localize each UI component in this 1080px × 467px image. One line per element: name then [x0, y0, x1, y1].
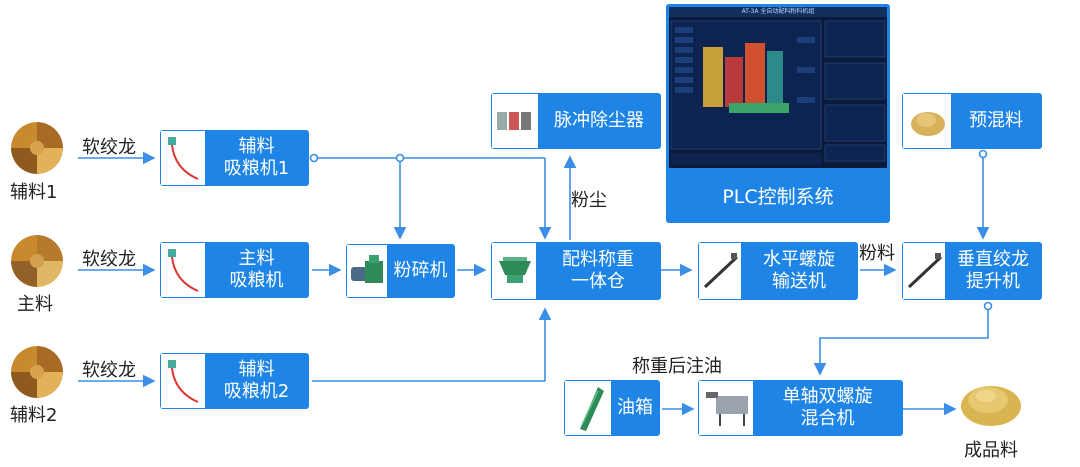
dust-collector-node[interactable]: 脉冲除尘器 — [491, 93, 661, 149]
main-feeder-node[interactable]: 主料 吸粮机 — [160, 242, 309, 298]
dust-collector-icon — [492, 94, 540, 148]
main-grain-icon — [11, 235, 63, 287]
vertical-screw-icon — [903, 243, 947, 299]
premix-label: 预混料 — [951, 94, 1041, 148]
aux1-label: 辅料1 — [10, 182, 58, 203]
weighing-bin-icon — [492, 243, 538, 299]
aux2-grain-icon — [11, 346, 63, 398]
vacuum-feeder-icon — [161, 354, 207, 408]
horizontal-screw-icon — [699, 243, 743, 299]
crusher-label: 粉碎机 — [387, 245, 454, 297]
vacuum-feeder-icon — [161, 243, 207, 297]
aux-feeder-2-node[interactable]: 辅料 吸粮机2 — [160, 353, 309, 409]
aux-feeder-2-label: 辅料 吸粮机2 — [205, 354, 308, 408]
conveyor-label-main: 软绞龙 — [82, 249, 136, 270]
conveyor-label-aux1: 软绞龙 — [82, 137, 136, 158]
aux2-label: 辅料2 — [10, 405, 58, 426]
oil-tank-node[interactable]: 油箱 — [564, 380, 660, 436]
plc-screen-title: AT-3A 全自动配料粉料机组 — [669, 7, 887, 17]
oil-annotation: 称重后注油 — [632, 356, 722, 377]
main-feeder-label: 主料 吸粮机 — [205, 243, 308, 297]
oil-tank-label: 油箱 — [611, 381, 659, 435]
mixer-icon — [699, 381, 755, 435]
mixer-node[interactable]: 单轴双螺旋 混合机 — [698, 380, 903, 436]
dust-collector-label: 脉冲除尘器 — [538, 94, 660, 148]
horizontal-screw-label: 水平螺旋 输送机 — [741, 243, 857, 299]
aux-feeder-1-node[interactable]: 辅料 吸粮机1 — [160, 130, 309, 186]
plc-control-node[interactable]: AT-3A 全自动配料粉料机组 PLC控制系统 — [666, 4, 890, 223]
crusher-node[interactable]: 粉碎机 — [346, 244, 455, 298]
aux1-grain-icon — [11, 122, 63, 174]
oil-tank-icon — [565, 381, 613, 435]
weighing-bin-node[interactable]: 配料称重 一体仓 — [491, 242, 661, 300]
vacuum-feeder-icon — [161, 131, 207, 185]
conveyor-label-aux2: 软绞龙 — [82, 360, 136, 381]
dust-annotation: 粉尘 — [571, 190, 607, 211]
weighing-bin-label: 配料称重 一体仓 — [536, 243, 660, 299]
product-label: 成品料 — [964, 440, 1018, 461]
mixer-label: 单轴双螺旋 混合机 — [753, 381, 902, 435]
vertical-screw-label: 垂直绞龙 提升机 — [945, 243, 1041, 299]
premix-pile-icon — [903, 94, 953, 148]
aux-feeder-1-label: 辅料 吸粮机1 — [205, 131, 308, 185]
horizontal-screw-node[interactable]: 水平螺旋 输送机 — [698, 242, 858, 300]
plc-screen-image: AT-3A 全自动配料粉料机组 — [669, 7, 887, 168]
powder-annotation: 粉料 — [859, 243, 895, 264]
premix-node[interactable]: 预混料 — [902, 93, 1042, 149]
plc-label: PLC控制系统 — [722, 185, 834, 208]
crusher-icon — [347, 245, 389, 297]
vertical-screw-node[interactable]: 垂直绞龙 提升机 — [902, 242, 1042, 300]
product-pile-icon — [958, 376, 1024, 428]
main-label: 主料 — [17, 294, 53, 315]
